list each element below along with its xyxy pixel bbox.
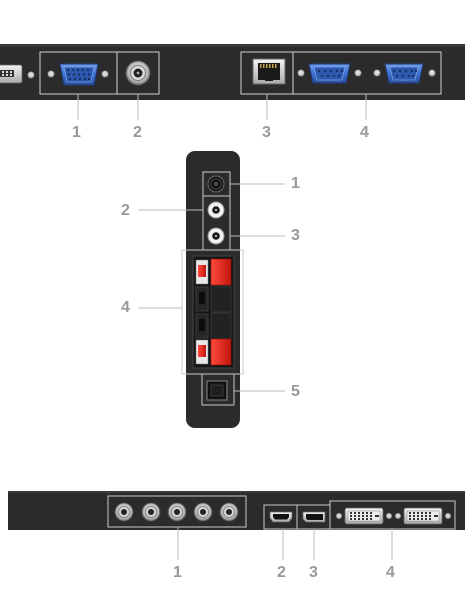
speaker-terminal-icon — [192, 255, 235, 369]
bnc-port-icon — [125, 60, 151, 86]
side-callout-4: 4 — [121, 299, 130, 316]
bottom-callout-4: 4 — [386, 564, 395, 581]
bottom-callout-1: 1 — [173, 564, 182, 581]
bnc-port-icon — [114, 502, 134, 522]
side-callout-5: 5 — [291, 383, 300, 400]
hdmi-port-icon — [269, 511, 293, 523]
power-switch-icon — [206, 380, 228, 401]
bottom-callout-2: 2 — [277, 564, 286, 581]
bnc-port-icon — [193, 502, 213, 522]
rs232-in-port-icon — [297, 63, 362, 84]
dvi-port-icon — [0, 64, 35, 84]
side-callout-1: 1 — [291, 175, 300, 192]
bnc-port-icon — [167, 502, 187, 522]
audio-jack-icon — [207, 175, 225, 193]
vga-port-icon — [47, 63, 109, 86]
top-callout-1: 1 — [72, 124, 81, 141]
displayport-icon — [302, 511, 326, 523]
dvi-out-port-icon — [394, 507, 452, 525]
rj45-port-icon — [252, 58, 286, 85]
rs232-callout-box — [292, 51, 442, 95]
top-callout-3: 3 — [262, 124, 271, 141]
side-leader-lines — [138, 183, 285, 392]
bottom-callout-3: 3 — [309, 564, 318, 581]
side-panel — [138, 151, 285, 428]
bnc-port-icon — [141, 502, 161, 522]
top-callout-4: 4 — [360, 124, 369, 141]
bottom-panel — [8, 491, 465, 560]
dvi-in-port-icon — [335, 507, 393, 525]
top-callout-2: 2 — [133, 124, 142, 141]
rca-jack-icon — [207, 201, 225, 219]
bnc-port-icon — [219, 502, 239, 522]
top-leader-lines — [77, 94, 367, 120]
top-panel — [0, 44, 465, 120]
bottom-leader-lines — [177, 527, 393, 560]
rca-jack-icon — [207, 227, 225, 245]
side-callout-2: 2 — [121, 202, 130, 219]
side-callout-3: 3 — [291, 227, 300, 244]
rs232-out-port-icon — [373, 63, 436, 84]
